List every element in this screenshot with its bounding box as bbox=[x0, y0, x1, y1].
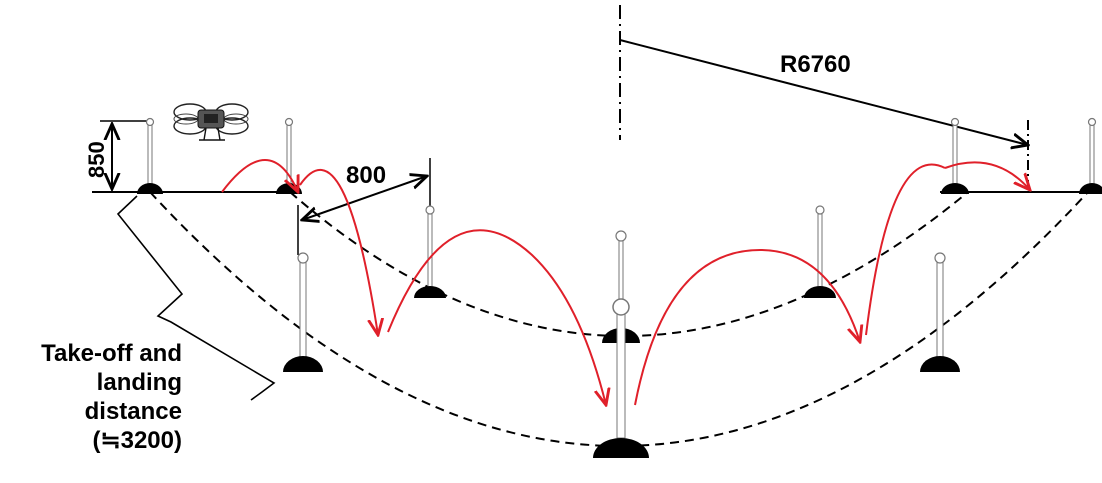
distance-bracket bbox=[116, 195, 276, 401]
outer-course-arc bbox=[149, 191, 1089, 447]
flight-hop-6 bbox=[944, 161, 1030, 190]
flight-hop-4 bbox=[634, 248, 860, 406]
marker-inner-right bbox=[804, 205, 836, 298]
spacing-label: 800 bbox=[346, 162, 386, 189]
flight-hop-3 bbox=[387, 229, 606, 405]
flight-hop-1 bbox=[221, 159, 298, 192]
radius-label: R6760 bbox=[780, 51, 851, 78]
marker-inner-left bbox=[414, 205, 446, 298]
caption-line-3: distance bbox=[84, 398, 182, 425]
marker-left2-ground bbox=[276, 117, 302, 194]
inner-course-arc bbox=[289, 191, 969, 337]
marker-outer-right bbox=[920, 252, 960, 372]
drone-icon bbox=[173, 103, 249, 141]
marker-right-ground bbox=[1079, 117, 1102, 194]
marker-outer-center bbox=[593, 298, 649, 458]
marker-outer-left bbox=[283, 252, 323, 372]
radius-line bbox=[619, 39, 1028, 145]
flight-hop-5 bbox=[865, 163, 946, 336]
flight-hop-2 bbox=[299, 169, 378, 335]
height-label: 850 bbox=[84, 141, 109, 178]
caption-line-4: (≒3200) bbox=[92, 427, 182, 454]
spacing-dim-line bbox=[302, 176, 427, 220]
caption-line-2: landing bbox=[96, 369, 182, 396]
marker-right2-ground bbox=[941, 117, 969, 194]
takeoff-landing-caption: Take-off and landing distance (≒3200) bbox=[4, 339, 182, 455]
marker-left-ground bbox=[137, 117, 163, 194]
caption-line-1: Take-off and bbox=[41, 340, 182, 367]
